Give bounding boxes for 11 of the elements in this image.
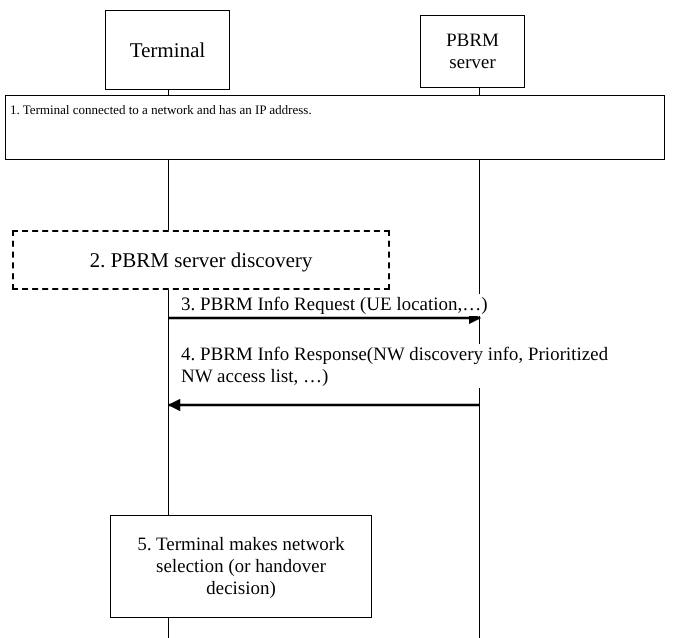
step-box (12, 230, 390, 290)
step-box (110, 515, 372, 618)
message-arrow (168, 398, 480, 412)
step-text: 1. Terminal connected to a network and has an IP address. (10, 102, 312, 118)
step-text: Terminal (130, 38, 206, 62)
step-text: PBRM server (445, 30, 500, 74)
step-box (5, 95, 665, 160)
step-text: 5. Terminal makes network selection (or handover decision) (136, 534, 346, 600)
step-text: 2. PBRM server discovery (90, 248, 312, 272)
lifeline-head-box (420, 15, 525, 88)
lifeline-head-box (105, 10, 230, 90)
